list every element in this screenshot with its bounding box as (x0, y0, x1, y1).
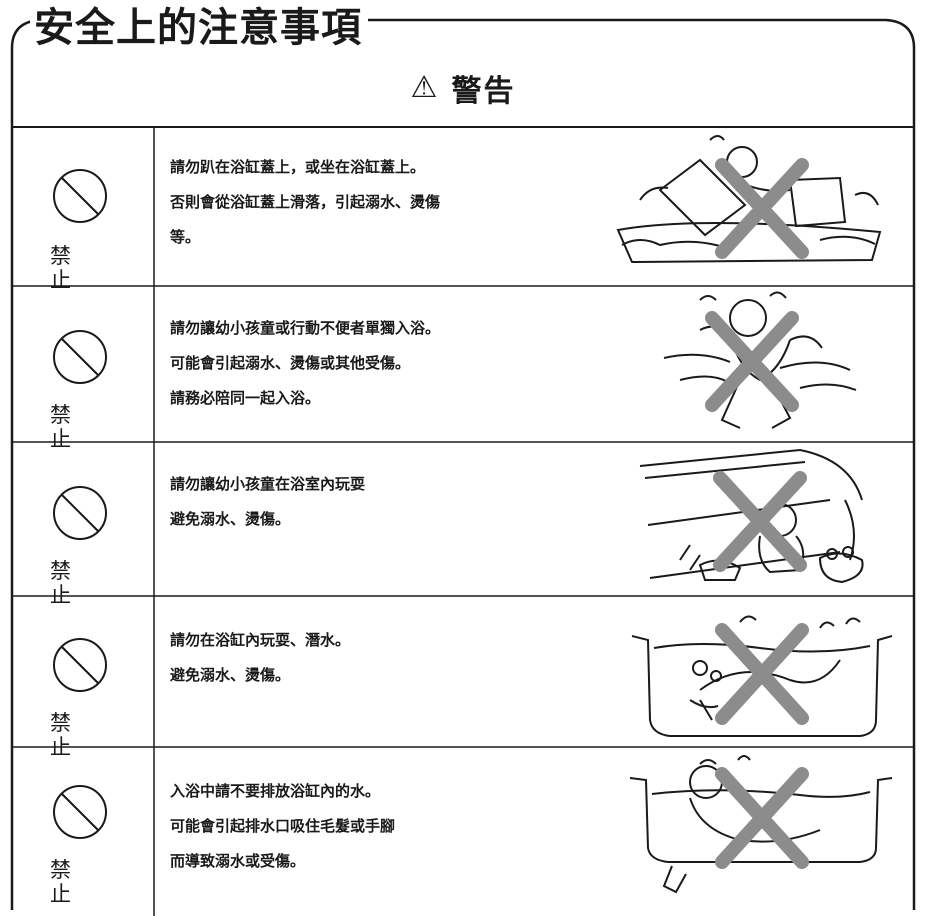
warning-text: 請勿讓幼小孩童在浴室內玩耍 避免溺水、燙傷。 (170, 475, 610, 545)
warning-row: 禁 止 請勿讓幼小孩童或行動不便者單獨入浴。 可能會引起溺水、燙傷或其他受傷。 … (10, 287, 916, 451)
warning-text: 入浴中請不要排放浴缸內的水。 可能會引起排水口吸住毛髮或手腳 而導致溺水或受傷。 (170, 782, 610, 887)
warning-text-line: 入浴中請不要排放浴缸內的水。 (170, 782, 381, 800)
prohibit-label: 禁 止 (50, 858, 81, 906)
cross-mark (715, 767, 809, 869)
warning-text-line: 請勿趴在浴缸蓋上，或坐在浴缸蓋上。 (170, 158, 426, 176)
prohibit-cell: 禁 止 (10, 748, 154, 908)
illustration-child-in-water (663, 291, 857, 429)
prohibit-cell: 禁 止 (10, 128, 154, 292)
prohibit-label: 禁 止 (50, 711, 81, 759)
warning-text-line: 請務必陪同一起入浴。 (170, 389, 321, 407)
cross-mark (715, 623, 809, 725)
warning-row: 禁 止 請勿讓幼小孩童在浴室內玩耍 避免溺水、燙傷。 (10, 443, 916, 607)
prohibit-icon (53, 169, 107, 223)
prohibit-icon (53, 330, 107, 384)
prohibit-cell: 禁 止 (10, 287, 154, 451)
warning-text-line: 等。 (170, 228, 201, 246)
warning-text-line: 請勿讓幼小孩童在浴室內玩耍 (170, 475, 366, 493)
warning-title: 警告 (451, 74, 516, 109)
cross-mark (705, 311, 799, 412)
outer-frame-border (10, 18, 916, 910)
warning-row: 禁 止 請勿在浴缸內玩耍、潛水。 避免溺水、燙傷。 (10, 597, 916, 759)
warning-text-line: 可能會引起溺水、燙傷或其他受傷。 (170, 354, 411, 372)
warning-text: 請勿趴在浴缸蓋上，或坐在浴缸蓋上。 否則會從浴缸蓋上滑落，引起溺水、燙傷 等。 (170, 158, 610, 263)
warning-text: 請勿在浴缸內玩耍、潛水。 避免溺水、燙傷。 (170, 631, 610, 701)
warning-text-line: 避免溺水、燙傷。 (170, 510, 291, 528)
warning-text: 請勿讓幼小孩童或行動不便者單獨入浴。 可能會引起溺水、燙傷或其他受傷。 請務必陪… (170, 319, 610, 424)
warning-text-line: 避免溺水、燙傷。 (170, 666, 291, 684)
warning-row: 禁 止 入浴中請不要排放浴缸內的水。 可能會引起排水口吸住毛髮或手腳 而導致溺水… (10, 748, 916, 908)
prohibit-label: 禁 止 (50, 559, 81, 607)
prohibit-icon (53, 486, 107, 540)
warning-text-line: 而導致溺水或受傷。 (170, 852, 306, 870)
warning-text-line: 可能會引起排水口吸住毛髮或手腳 (170, 817, 396, 835)
warning-triangle-icon: ⚠ (410, 70, 438, 105)
warning-text-line: 請勿讓幼小孩童或行動不便者單獨入浴。 (170, 319, 441, 337)
warning-header: ⚠ 警告 (10, 50, 916, 126)
prohibit-icon (53, 638, 107, 692)
prohibit-cell: 禁 止 (10, 443, 154, 607)
page-title: 安全上的注意事項 (30, 2, 368, 54)
prohibit-label: 禁 止 (50, 244, 81, 292)
illustration-bathtub-dive (631, 615, 893, 737)
cross-mark (715, 158, 809, 259)
prohibit-icon (53, 785, 107, 839)
warning-text-line: 請勿在浴缸內玩耍、潛水。 (170, 631, 351, 649)
warning-row: 禁 止 請勿趴在浴缸蓋上，或坐在浴缸蓋上。 否則會從浴缸蓋上滑落，引起溺水、燙傷… (10, 128, 916, 292)
prohibit-label: 禁 止 (50, 403, 81, 451)
cross-mark (713, 471, 807, 572)
prohibit-cell: 禁 止 (10, 597, 154, 759)
warning-text-line: 否則會從浴缸蓋上滑落，引起溺水、燙傷 (170, 193, 441, 211)
